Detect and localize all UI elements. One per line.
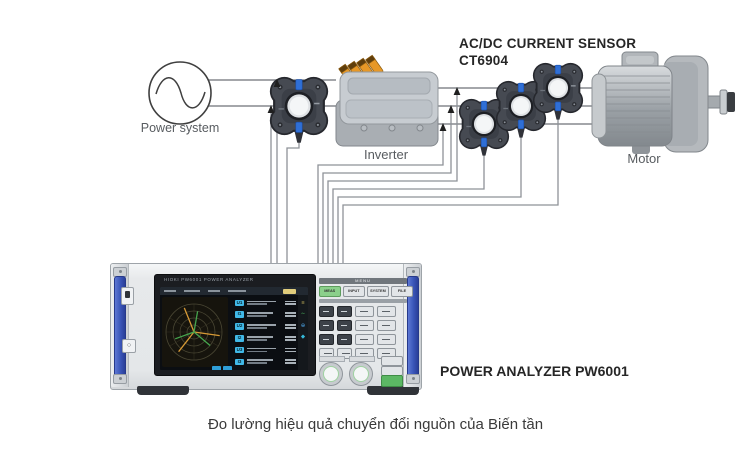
caption-text: Đo lường hiệu quả chuyển đổi nguồn của B… bbox=[207, 416, 544, 433]
measurement-row: I1 bbox=[235, 309, 296, 321]
key-ch-left[interactable] bbox=[319, 334, 334, 345]
measurement-row: U1 bbox=[235, 297, 296, 309]
sine-wave-icon bbox=[155, 77, 206, 109]
power-button[interactable]: ○ bbox=[122, 339, 136, 353]
channel-badge: I2 bbox=[235, 335, 244, 342]
analyzer-menu-button-system[interactable]: SYSTEM bbox=[367, 286, 389, 297]
list-icon[interactable]: ≡ bbox=[301, 299, 305, 306]
handle-cap bbox=[406, 374, 420, 384]
phasor-I3 bbox=[193, 331, 211, 346]
key-copy[interactable] bbox=[377, 320, 396, 331]
phasor-I1 bbox=[193, 311, 199, 333]
key-save[interactable] bbox=[377, 334, 396, 345]
key-hold2[interactable] bbox=[355, 334, 374, 345]
screen-bezel: HIOKI PW6001 POWER ANALYZER bbox=[154, 274, 316, 376]
chart-scale-chips[interactable] bbox=[212, 358, 234, 370]
power-system-label: Power system bbox=[140, 121, 220, 135]
key-cursor[interactable] bbox=[381, 356, 403, 366]
measurement-row: I3 bbox=[235, 356, 296, 368]
power-analyzer-device: ○ HIOKI PW6001 POWER ANALYZER bbox=[110, 263, 422, 395]
inverter-label: Inverter bbox=[363, 147, 409, 162]
key-single[interactable] bbox=[355, 320, 374, 331]
key-up-u[interactable] bbox=[319, 306, 334, 317]
key-ch-right[interactable] bbox=[337, 334, 352, 345]
brand-text: HIOKI PW6001 POWER ANALYZER bbox=[164, 277, 254, 282]
channel-badge: U2 bbox=[235, 323, 244, 330]
start-key[interactable] bbox=[381, 375, 403, 387]
phasor-U1 bbox=[183, 307, 195, 333]
menu-caption: MENU bbox=[319, 278, 407, 284]
panel-divider bbox=[319, 299, 407, 303]
measurement-row: U3 bbox=[235, 344, 296, 356]
voltage-tap-arrows bbox=[267, 79, 461, 131]
analyzer-menu-button-input[interactable]: INPUT bbox=[343, 286, 365, 297]
handle-cap bbox=[113, 374, 127, 384]
phasor-I2 bbox=[174, 331, 195, 340]
key-grid bbox=[319, 306, 396, 362]
vector-icon[interactable]: ⊕ bbox=[300, 322, 306, 329]
key-down-u[interactable] bbox=[319, 320, 334, 331]
key-hold[interactable] bbox=[377, 306, 396, 317]
phasor-U3 bbox=[193, 331, 220, 337]
knob-label-left bbox=[319, 356, 345, 362]
phasor-U2 bbox=[178, 331, 195, 353]
screen-status-bar bbox=[160, 287, 308, 295]
knob-label-right bbox=[349, 356, 375, 362]
vector-chart bbox=[162, 297, 228, 367]
screen-icon-strip: ≡ ∼ ⊕ ◆ bbox=[298, 295, 308, 370]
rotary-knob-left[interactable] bbox=[319, 362, 343, 386]
analyzer-menu-button-meas[interactable]: MEAS bbox=[319, 286, 341, 297]
motor-symbol bbox=[591, 51, 735, 154]
channel-badge: I3 bbox=[235, 358, 244, 366]
rotation-icon[interactable]: ◆ bbox=[300, 334, 306, 340]
current-sensor-title: AC/DC CURRENT SENSOR bbox=[459, 36, 637, 51]
current-sensor-model: CT6904 bbox=[459, 53, 509, 68]
device-foot-right bbox=[367, 386, 419, 395]
waveform-icon[interactable]: ∼ bbox=[300, 311, 306, 317]
power-source-symbol bbox=[148, 61, 212, 125]
rack-ear-left bbox=[111, 264, 129, 387]
vector-tab bbox=[283, 288, 296, 294]
measurement-row: I2 bbox=[235, 332, 296, 344]
key-up-i[interactable] bbox=[337, 306, 352, 317]
channel-badge: I1 bbox=[235, 311, 244, 318]
channel-badge: U3 bbox=[235, 346, 244, 354]
rotary-knob-right[interactable] bbox=[349, 362, 373, 386]
usb-port bbox=[121, 287, 134, 305]
key-range[interactable] bbox=[355, 306, 374, 317]
motor-label: Motor bbox=[627, 151, 661, 166]
inverter-box bbox=[335, 54, 439, 147]
current-sensor-output-3 bbox=[532, 62, 584, 121]
device-foot-left bbox=[137, 386, 189, 395]
power-analyzer-label: POWER ANALYZER PW6001 bbox=[440, 363, 629, 379]
measurement-row: U2 bbox=[235, 321, 296, 333]
channel-badge: U1 bbox=[235, 299, 244, 307]
key-down-i[interactable] bbox=[337, 320, 352, 331]
analyzer-menu-button-file[interactable]: FILE bbox=[391, 286, 413, 297]
